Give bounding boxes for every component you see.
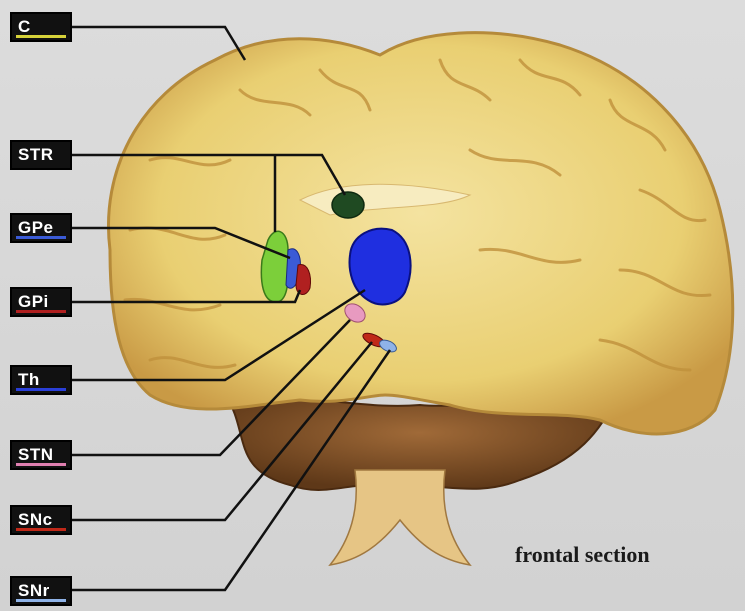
cerebrum (108, 33, 732, 434)
label-gpe-color (16, 236, 66, 239)
label-snr: SNr (10, 576, 72, 606)
label-gpi-color (16, 310, 66, 313)
label-snr-color (16, 599, 66, 602)
leader-line-c (72, 27, 245, 60)
label-c-color (16, 35, 66, 38)
label-stn: STN (10, 440, 72, 470)
label-gpi: GPi (10, 287, 72, 317)
label-snc: SNc (10, 505, 72, 535)
label-stn-color (16, 463, 66, 466)
caudate-nucleus (332, 192, 364, 218)
globus-pallidus-interna (296, 265, 311, 295)
label-str: STR (10, 140, 72, 170)
label-snc-color (16, 528, 66, 531)
label-gpe: GPe (10, 213, 72, 243)
label-th-color (16, 388, 66, 391)
label-th: Th (10, 365, 72, 395)
label-c: C (10, 12, 72, 42)
caption-frontal-section: frontal section (515, 542, 650, 568)
